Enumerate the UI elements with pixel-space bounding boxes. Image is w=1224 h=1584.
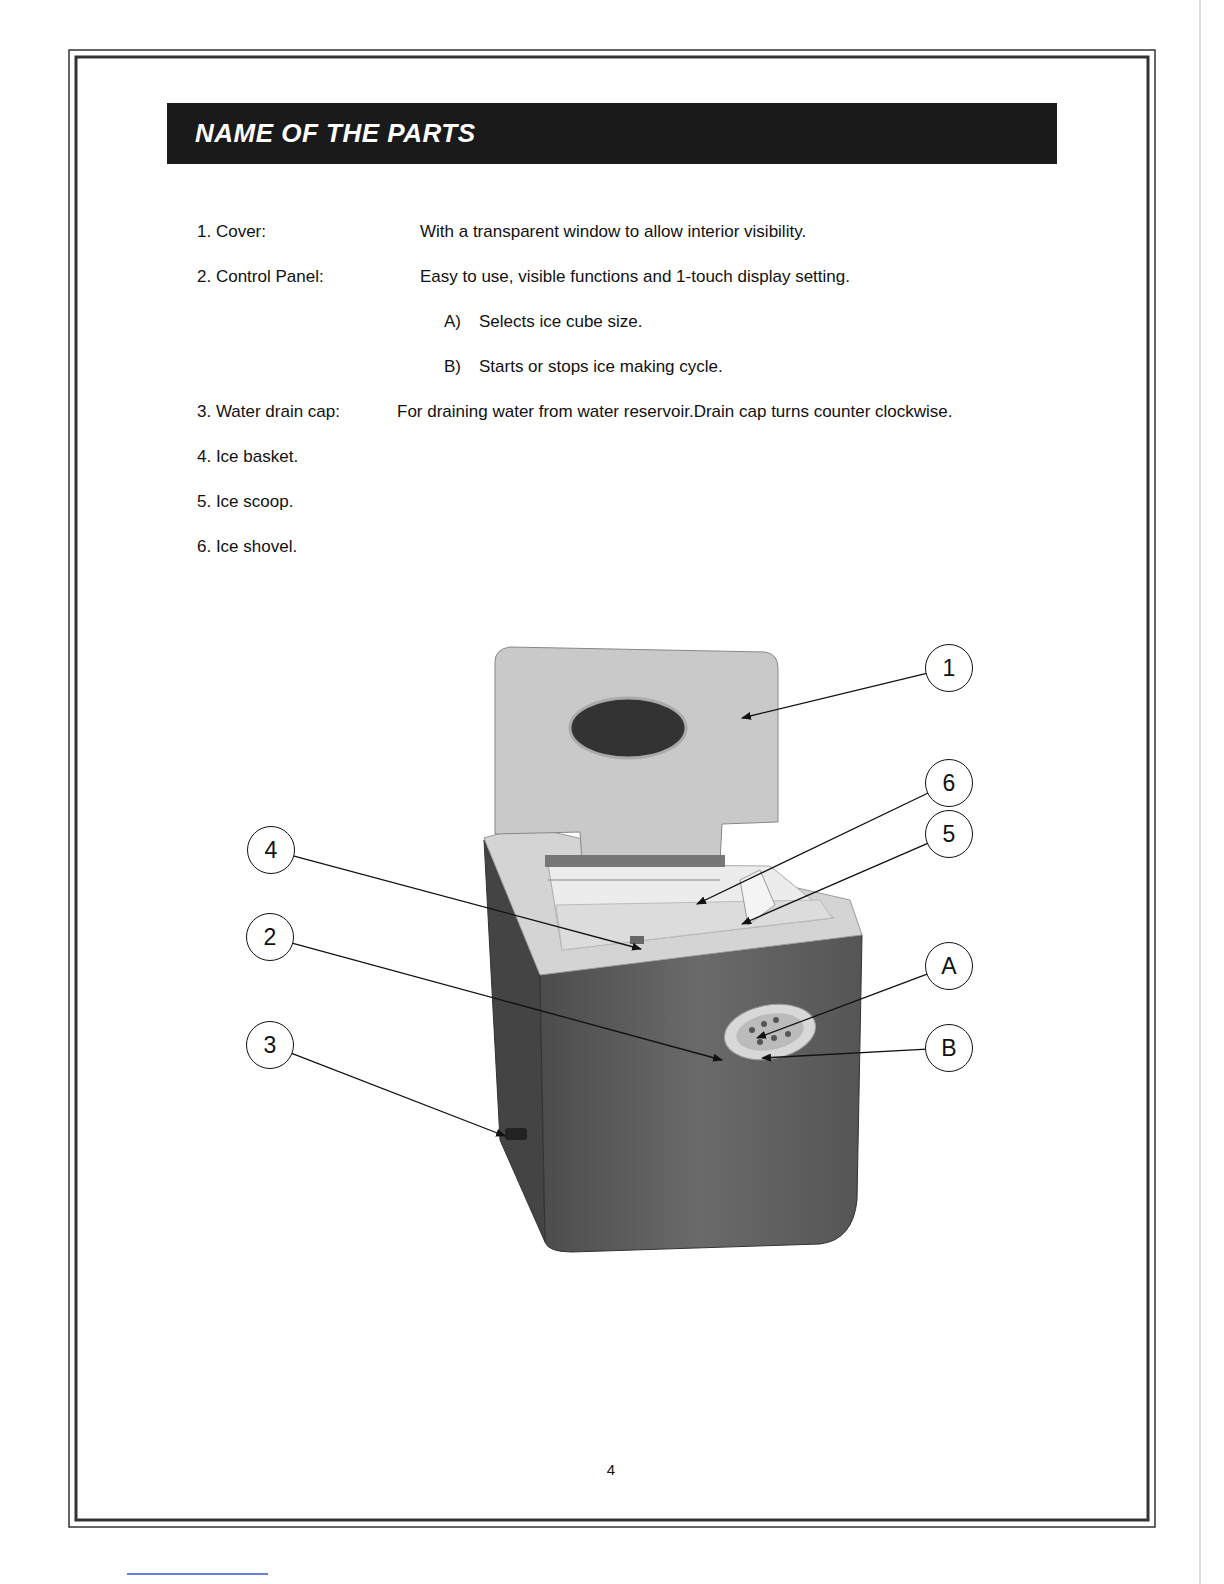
callout-number: 3 [264, 1034, 277, 1057]
part-description: Starts or stops ice making cycle. [479, 357, 723, 377]
callout-circle: 3 [246, 1021, 294, 1069]
part-description: For draining water from water reservoir.… [397, 402, 953, 422]
page-number: 4 [607, 1460, 615, 1480]
page-title: NAME OF THE PARTS [195, 118, 476, 149]
callout-number: 2 [264, 926, 277, 949]
title-band: NAME OF THE PARTS [167, 103, 1057, 164]
callout-number: A [941, 955, 956, 978]
sub-item-letter: A) [444, 312, 461, 332]
callout-number: 5 [943, 823, 956, 846]
callout-circle: 1 [925, 644, 973, 692]
part-name: 3. Water drain cap: [197, 402, 340, 422]
callout-circle: B [925, 1024, 973, 1072]
callout-circle: 4 [247, 826, 295, 874]
part-name: 5. Ice scoop. [197, 492, 293, 512]
callout-circle: 5 [925, 810, 973, 858]
callout-number: 6 [943, 772, 956, 795]
part-name: 4. Ice basket. [197, 447, 298, 467]
part-description: With a transparent window to allow inter… [420, 222, 806, 242]
callout-circle: A [925, 942, 973, 990]
part-description: Easy to use, visible functions and 1-tou… [420, 267, 850, 287]
part-name: 6. Ice shovel. [197, 537, 297, 557]
callout-number: B [941, 1037, 956, 1060]
callout-number: 4 [265, 839, 278, 862]
part-name: 1. Cover: [197, 222, 266, 242]
callout-circle: 6 [925, 759, 973, 807]
part-name: 2. Control Panel: [197, 267, 324, 287]
part-description: Selects ice cube size. [479, 312, 642, 332]
callout-circle: 2 [246, 913, 294, 961]
callout-number: 1 [943, 657, 956, 680]
sub-item-letter: B) [444, 357, 461, 377]
